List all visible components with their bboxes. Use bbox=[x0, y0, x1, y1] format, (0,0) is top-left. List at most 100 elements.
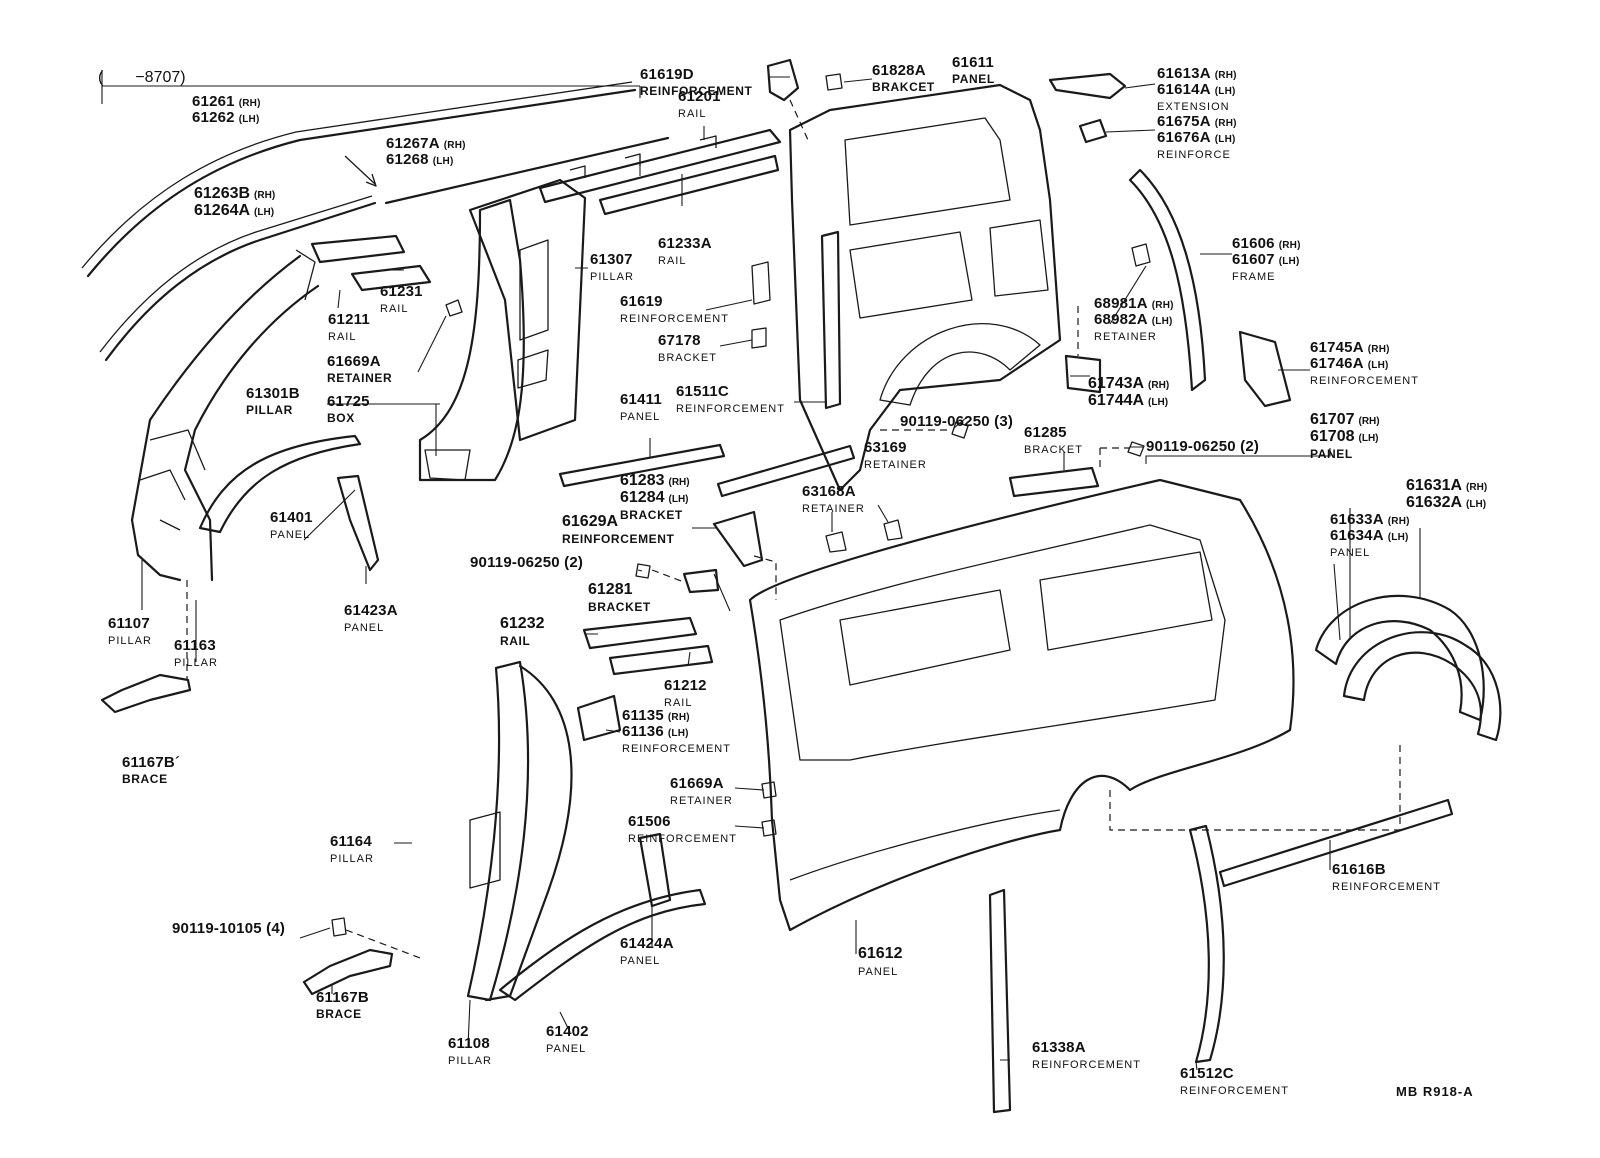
part-name: RETAINER bbox=[327, 371, 392, 385]
part-name: FRAME bbox=[1232, 271, 1276, 283]
part-inner-openings bbox=[849, 219, 1049, 319]
callout-61167b_top: 61167B´BRACE bbox=[122, 754, 180, 786]
part-name: REINFORCE bbox=[1157, 149, 1231, 161]
part-name: REINFORCEMENT bbox=[640, 84, 753, 98]
callout-61745a: 61745A(RH)61746A(LH)REINFORCEMENT bbox=[1310, 339, 1418, 387]
part-number: 61233A bbox=[658, 235, 712, 252]
part-number: 61231 bbox=[380, 283, 423, 300]
part-number: 61284(LH) bbox=[620, 489, 689, 506]
callout-61606: 61606(RH)61607(LH)FRAME bbox=[1232, 235, 1301, 283]
part-name: RAIL bbox=[500, 634, 530, 648]
part-number: 61669A bbox=[670, 775, 724, 792]
part-number: 61612 bbox=[858, 945, 903, 962]
part-rail-61232 bbox=[582, 616, 698, 650]
part-number: 61263B(RH) bbox=[194, 185, 275, 202]
part-pillar-61108 bbox=[484, 664, 573, 1002]
side-marker: (RH) bbox=[1279, 240, 1301, 251]
part-name: PILLAR bbox=[174, 657, 218, 669]
part-name: BRACE bbox=[122, 772, 168, 786]
part-name: BRACKET bbox=[620, 508, 683, 522]
dash-bolt-2b bbox=[1099, 447, 1130, 470]
part-name: RAIL bbox=[664, 697, 692, 709]
part-number: 61614A(LH) bbox=[1157, 81, 1236, 98]
callout-90119_2a: 90119-06250 (2) bbox=[470, 554, 583, 571]
part-number: 61746A(LH) bbox=[1310, 355, 1389, 372]
part-name: REINFORCEMENT bbox=[1032, 1059, 1141, 1071]
part-number: 61136(LH) bbox=[622, 723, 689, 740]
part-name: REINFORCEMENT bbox=[1180, 1085, 1289, 1097]
range-bracket bbox=[101, 70, 641, 104]
callout-61613a: 61613A(RH)61614A(LH)EXTENSION bbox=[1157, 65, 1237, 113]
part-name: PANEL bbox=[620, 411, 660, 423]
callout-61633a: 61633A(RH)61634A(LH)PANEL bbox=[1330, 511, 1409, 559]
part-number: 61167B bbox=[316, 989, 369, 1006]
part-name: PILLAR bbox=[246, 403, 293, 417]
part-wheel-arch-61633A bbox=[1314, 594, 1485, 722]
part-number: 90119-10105 (4) bbox=[172, 920, 285, 937]
part-outer-lower-line bbox=[789, 809, 1061, 881]
part-bracket-61283 bbox=[716, 444, 856, 498]
part-number: 61402 bbox=[546, 1023, 589, 1040]
part-name: PILLAR bbox=[448, 1055, 492, 1067]
part-front-pillar-outer bbox=[130, 254, 302, 582]
part-bracket-67178 bbox=[751, 327, 767, 349]
part-name: RAIL bbox=[380, 303, 408, 315]
part-name: PILLAR bbox=[330, 853, 374, 865]
part-inner-window bbox=[844, 117, 1011, 226]
side-marker: (LH) bbox=[1466, 499, 1486, 510]
callout-labels: 61619DREINFORCEMENT61828ABRAKCET61611PAN… bbox=[108, 54, 1487, 1097]
part-reinforcement-61745A bbox=[1238, 330, 1292, 408]
dash-wheel-panel bbox=[1109, 740, 1401, 831]
part-name: RETAINER bbox=[802, 503, 865, 515]
part-number: 61631A(RH) bbox=[1406, 477, 1487, 494]
callout-61267a: 61267A(RH)61268(LH) bbox=[386, 135, 465, 168]
part-reinforce-61675A bbox=[1078, 118, 1108, 144]
part-number: 61613A(RH) bbox=[1157, 65, 1237, 82]
part-name: BRACE bbox=[316, 1007, 362, 1021]
part-number: 61163 bbox=[174, 637, 216, 654]
part-reinforcement-61511C bbox=[820, 230, 842, 410]
part-number: 61744A(LH) bbox=[1088, 392, 1168, 409]
range-note: ( −8707) bbox=[98, 69, 186, 86]
dash-bolt-2a bbox=[651, 569, 685, 583]
part-front-pillar-top bbox=[295, 249, 316, 301]
side-marker: (RH) bbox=[239, 98, 261, 109]
part-number: 61307 bbox=[590, 251, 633, 268]
part-pillar-openings bbox=[517, 239, 549, 389]
side-marker: (RH) bbox=[1359, 416, 1380, 427]
part-outer-panel-61612 bbox=[748, 478, 1295, 932]
part-name: BRACKET bbox=[658, 352, 717, 364]
part-number: 61401 bbox=[270, 509, 313, 526]
side-marker: (RH) bbox=[1152, 300, 1174, 311]
part-bolt-90119-3 bbox=[951, 421, 969, 439]
side-marker: (LH) bbox=[1152, 316, 1173, 327]
part-reinforcement-61629A bbox=[712, 510, 764, 568]
part-reinforcement-61619 bbox=[751, 261, 771, 305]
part-name: PANEL bbox=[1310, 447, 1353, 461]
part-number: 61634A(LH) bbox=[1330, 527, 1409, 544]
part-name: RAIL bbox=[328, 331, 356, 343]
part-number: 61107 bbox=[108, 615, 150, 632]
part-roof-moulding bbox=[86, 88, 637, 278]
part-number: 61512C bbox=[1180, 1065, 1234, 1082]
part-number: 90119-06250 (2) bbox=[1146, 438, 1259, 455]
part-number: 61606(RH) bbox=[1232, 235, 1301, 252]
part-number: 61611 bbox=[952, 54, 994, 71]
part-number: 68982A(LH) bbox=[1094, 311, 1173, 328]
part-name: PANEL bbox=[858, 966, 898, 978]
part-extension-61613A bbox=[1048, 72, 1127, 100]
